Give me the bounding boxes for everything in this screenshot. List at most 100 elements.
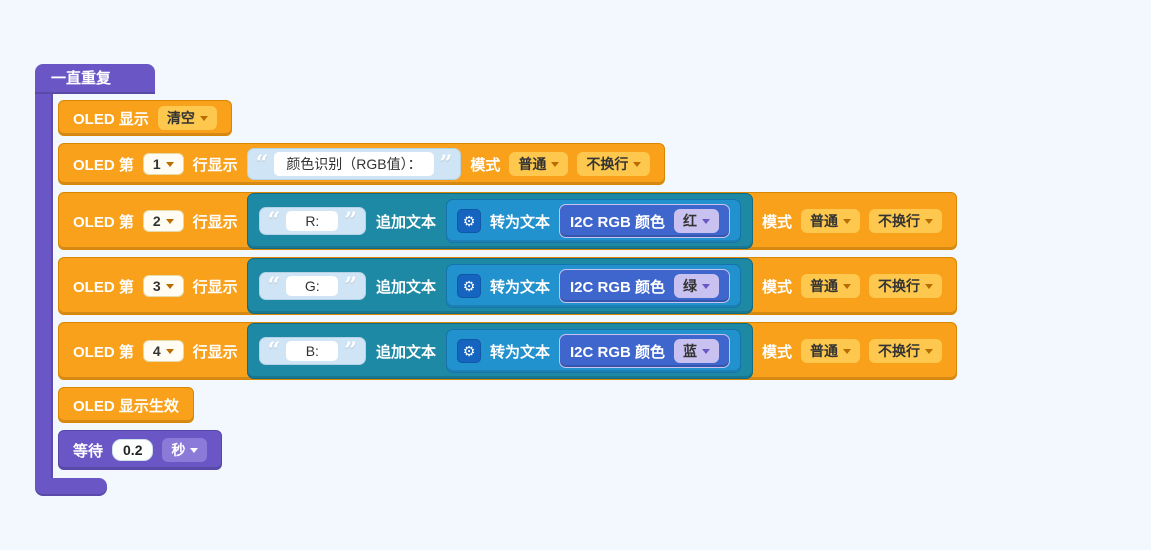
string-literal-block[interactable]: “ B: ”	[258, 337, 366, 365]
gear-icon: ⚙	[456, 209, 481, 233]
string-literal-block[interactable]: “ R: ”	[258, 207, 366, 235]
string-input[interactable]: G:	[286, 276, 339, 296]
i2c-rgb-color-label: I2C RGB 颜色	[570, 343, 666, 361]
oled-line-rgb-block-4[interactable]: OLED 第 4 行显示 “ B: ” 追加文本	[58, 322, 958, 380]
oled-display-label: OLED 显示	[73, 110, 149, 128]
chevron-down-icon	[165, 218, 174, 224]
gear-icon: ⚙	[456, 274, 481, 298]
close-quote-icon: ”	[439, 151, 453, 177]
line-number-dropdown[interactable]: 1	[142, 153, 184, 175]
line-number-dropdown[interactable]: 4	[142, 340, 184, 362]
oled-display-block[interactable]: OLED 显示 清空	[58, 100, 232, 136]
string-input[interactable]: 颜色识别（RGB值）：	[274, 152, 434, 176]
close-quote-icon: ”	[344, 338, 357, 364]
oled-line-suffix-label: 行显示	[192, 343, 238, 361]
i2c-rgb-color-label: I2C RGB 颜色	[570, 278, 666, 296]
wrap-dropdown[interactable]: 不换行	[869, 209, 943, 233]
mode-label: 模式	[470, 156, 501, 174]
oled-line-prefix-label: OLED 第	[73, 278, 134, 296]
convert-to-text-block[interactable]: ⚙ 转为文本 I2C RGB 颜色 红	[445, 199, 742, 243]
color-channel-dropdown[interactable]: 蓝	[674, 339, 720, 363]
wrap-dropdown[interactable]: 不换行	[869, 274, 943, 298]
oled-line-prefix-label: OLED 第	[73, 213, 134, 231]
chevron-down-icon	[925, 218, 934, 224]
mode-label: 模式	[762, 213, 793, 231]
color-channel-value: 绿	[683, 278, 698, 294]
open-quote-icon: “	[267, 208, 281, 234]
chevron-down-icon	[702, 218, 711, 224]
convert-to-text-block[interactable]: ⚙ 转为文本 I2C RGB 颜色 绿	[445, 264, 742, 308]
append-text-label: 追加文本	[375, 278, 436, 296]
repeat-forever-header[interactable]: 一直重复	[35, 64, 155, 94]
wait-unit-value: 秒	[171, 442, 186, 458]
oled-refresh-label: OLED 显示生效	[73, 397, 179, 415]
wrap-value: 不换行	[878, 278, 921, 294]
convert-to-text-label: 转为文本	[489, 343, 550, 361]
wait-duration-input[interactable]: 0.2	[112, 439, 154, 461]
append-text-block[interactable]: “ B: ” 追加文本 ⚙ 转为文本 I2C RGB 颜色 蓝	[246, 323, 754, 379]
oled-display-action-dropdown[interactable]: 清空	[157, 106, 217, 130]
append-text-label: 追加文本	[375, 343, 436, 361]
repeat-forever-spine	[35, 94, 53, 478]
chevron-down-icon	[925, 283, 934, 289]
chevron-down-icon	[633, 161, 642, 167]
wrap-value: 不换行	[878, 343, 921, 359]
i2c-rgb-color-block[interactable]: I2C RGB 颜色 绿	[559, 269, 731, 303]
repeat-forever-block[interactable]: 一直重复 OLED 显示 清空 OLED 第 1	[35, 64, 958, 496]
oled-line-prefix-label: OLED 第	[73, 343, 134, 361]
oled-line-suffix-label: 行显示	[192, 278, 238, 296]
wrap-value: 不换行	[586, 156, 629, 172]
line-number-value: 2	[152, 213, 161, 229]
oled-line-suffix-label: 行显示	[192, 213, 238, 231]
string-input[interactable]: B:	[286, 341, 339, 361]
line-number-value: 1	[152, 156, 161, 172]
chevron-down-icon	[199, 115, 208, 121]
oled-line-rgb-block-2[interactable]: OLED 第 2 行显示 “ R: ” 追加文本	[58, 192, 958, 250]
mode-value: 普通	[810, 278, 839, 294]
string-input[interactable]: R:	[286, 211, 339, 231]
oled-refresh-block[interactable]: OLED 显示生效	[58, 387, 194, 423]
mode-label: 模式	[762, 343, 793, 361]
mode-dropdown[interactable]: 普通	[801, 209, 861, 233]
oled-line-rgb-block-3[interactable]: OLED 第 3 行显示 “ G: ” 追加文本	[58, 257, 958, 315]
mode-label: 模式	[762, 278, 793, 296]
mode-dropdown[interactable]: 普通	[801, 339, 861, 363]
wrap-dropdown[interactable]: 不换行	[869, 339, 943, 363]
color-channel-dropdown[interactable]: 红	[674, 209, 720, 233]
line-number-value: 4	[152, 343, 161, 359]
i2c-rgb-color-block[interactable]: I2C RGB 颜色 蓝	[559, 334, 731, 368]
chevron-down-icon	[702, 283, 711, 289]
oled-line-prefix-label: OLED 第	[73, 156, 134, 174]
append-text-block[interactable]: “ R: ” 追加文本 ⚙ 转为文本 I2C RGB 颜色 红	[246, 193, 754, 249]
line-number-dropdown[interactable]: 3	[142, 275, 184, 297]
wait-block[interactable]: 等待 0.2 秒	[58, 430, 223, 470]
chevron-down-icon	[165, 348, 174, 354]
chevron-down-icon	[843, 218, 852, 224]
append-text-block[interactable]: “ G: ” 追加文本 ⚙ 转为文本 I2C RGB 颜色 绿	[246, 258, 754, 314]
mode-dropdown[interactable]: 普通	[801, 274, 861, 298]
repeat-forever-footer[interactable]	[35, 478, 107, 496]
oled-line-text-block-1[interactable]: OLED 第 1 行显示 “ 颜色识别（RGB值）： ” 模式 普通	[58, 143, 666, 185]
line-number-dropdown[interactable]: 2	[142, 210, 184, 232]
color-channel-value: 红	[683, 213, 698, 229]
i2c-rgb-color-block[interactable]: I2C RGB 颜色 红	[559, 204, 731, 238]
color-channel-dropdown[interactable]: 绿	[674, 274, 720, 298]
convert-to-text-label: 转为文本	[489, 213, 550, 231]
chevron-down-icon	[702, 348, 711, 354]
open-quote-icon: “	[267, 338, 281, 364]
wait-label: 等待	[73, 442, 104, 460]
repeat-forever-body: OLED 显示 清空 OLED 第 1 行显示 “	[35, 94, 958, 478]
string-literal-block[interactable]: “ G: ”	[258, 272, 366, 300]
chevron-down-icon	[190, 447, 199, 453]
chevron-down-icon	[165, 283, 174, 289]
wrap-dropdown[interactable]: 不换行	[577, 152, 651, 176]
line-number-value: 3	[152, 278, 161, 294]
mode-dropdown[interactable]: 普通	[509, 152, 569, 176]
mode-value: 普通	[810, 343, 839, 359]
open-quote-icon: “	[267, 273, 281, 299]
chevron-down-icon	[843, 348, 852, 354]
repeat-forever-label: 一直重复	[51, 70, 112, 87]
string-literal-block[interactable]: “ 颜色识别（RGB值）： ”	[246, 148, 462, 180]
wait-unit-dropdown[interactable]: 秒	[162, 438, 208, 462]
convert-to-text-block[interactable]: ⚙ 转为文本 I2C RGB 颜色 蓝	[445, 329, 742, 373]
